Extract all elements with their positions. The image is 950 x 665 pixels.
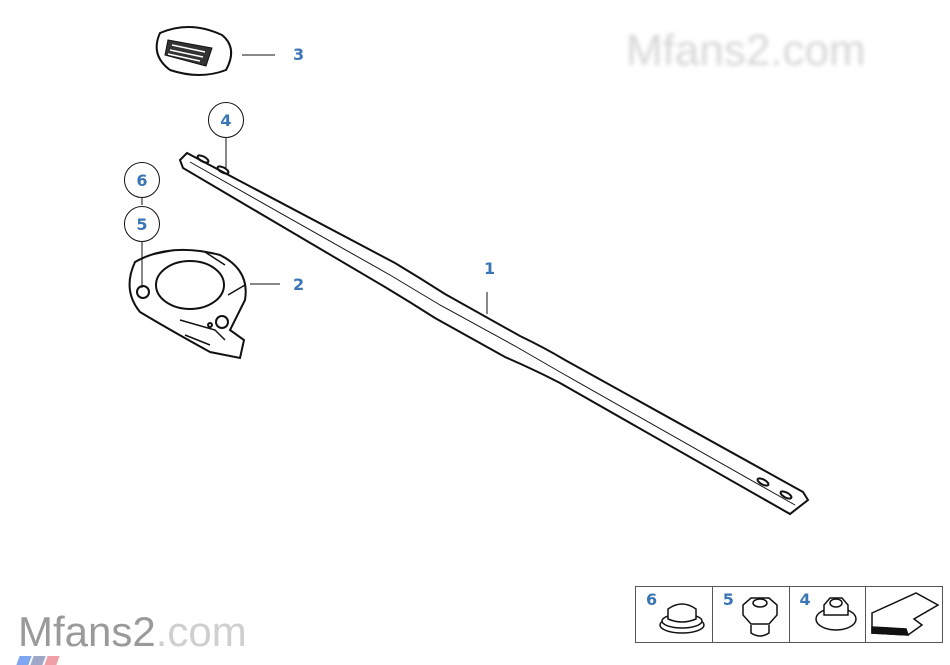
callout-1: 1 bbox=[484, 259, 496, 278]
legend-item-6[interactable]: 6 bbox=[636, 587, 713, 642]
flange-nut-icon bbox=[814, 597, 857, 631]
callout-4: 4 bbox=[208, 102, 244, 138]
legend-item-5[interactable]: 5 bbox=[713, 587, 790, 642]
callout-6: 6 bbox=[124, 162, 160, 198]
emblem-cap bbox=[155, 25, 233, 76]
brand-stripes bbox=[16, 656, 60, 665]
legend-item-arrow[interactable] bbox=[866, 587, 942, 642]
collar-nut-icon bbox=[742, 597, 778, 637]
callout-5: 5 bbox=[124, 206, 160, 242]
legend-item-4[interactable]: 4 bbox=[790, 587, 867, 642]
cap-icon bbox=[659, 603, 705, 634]
parts-legend: 6 5 4 bbox=[635, 586, 943, 643]
callout-2: 2 bbox=[293, 275, 305, 294]
mount-bracket bbox=[128, 248, 247, 360]
strut-bar bbox=[178, 151, 810, 516]
callout-3: 3 bbox=[293, 45, 305, 64]
arrow-icon bbox=[871, 592, 940, 636]
watermark-bottom: Mfans2.com bbox=[18, 608, 247, 655]
leader-lines bbox=[141, 54, 488, 314]
watermark-top: Mfans2.com bbox=[626, 26, 866, 75]
